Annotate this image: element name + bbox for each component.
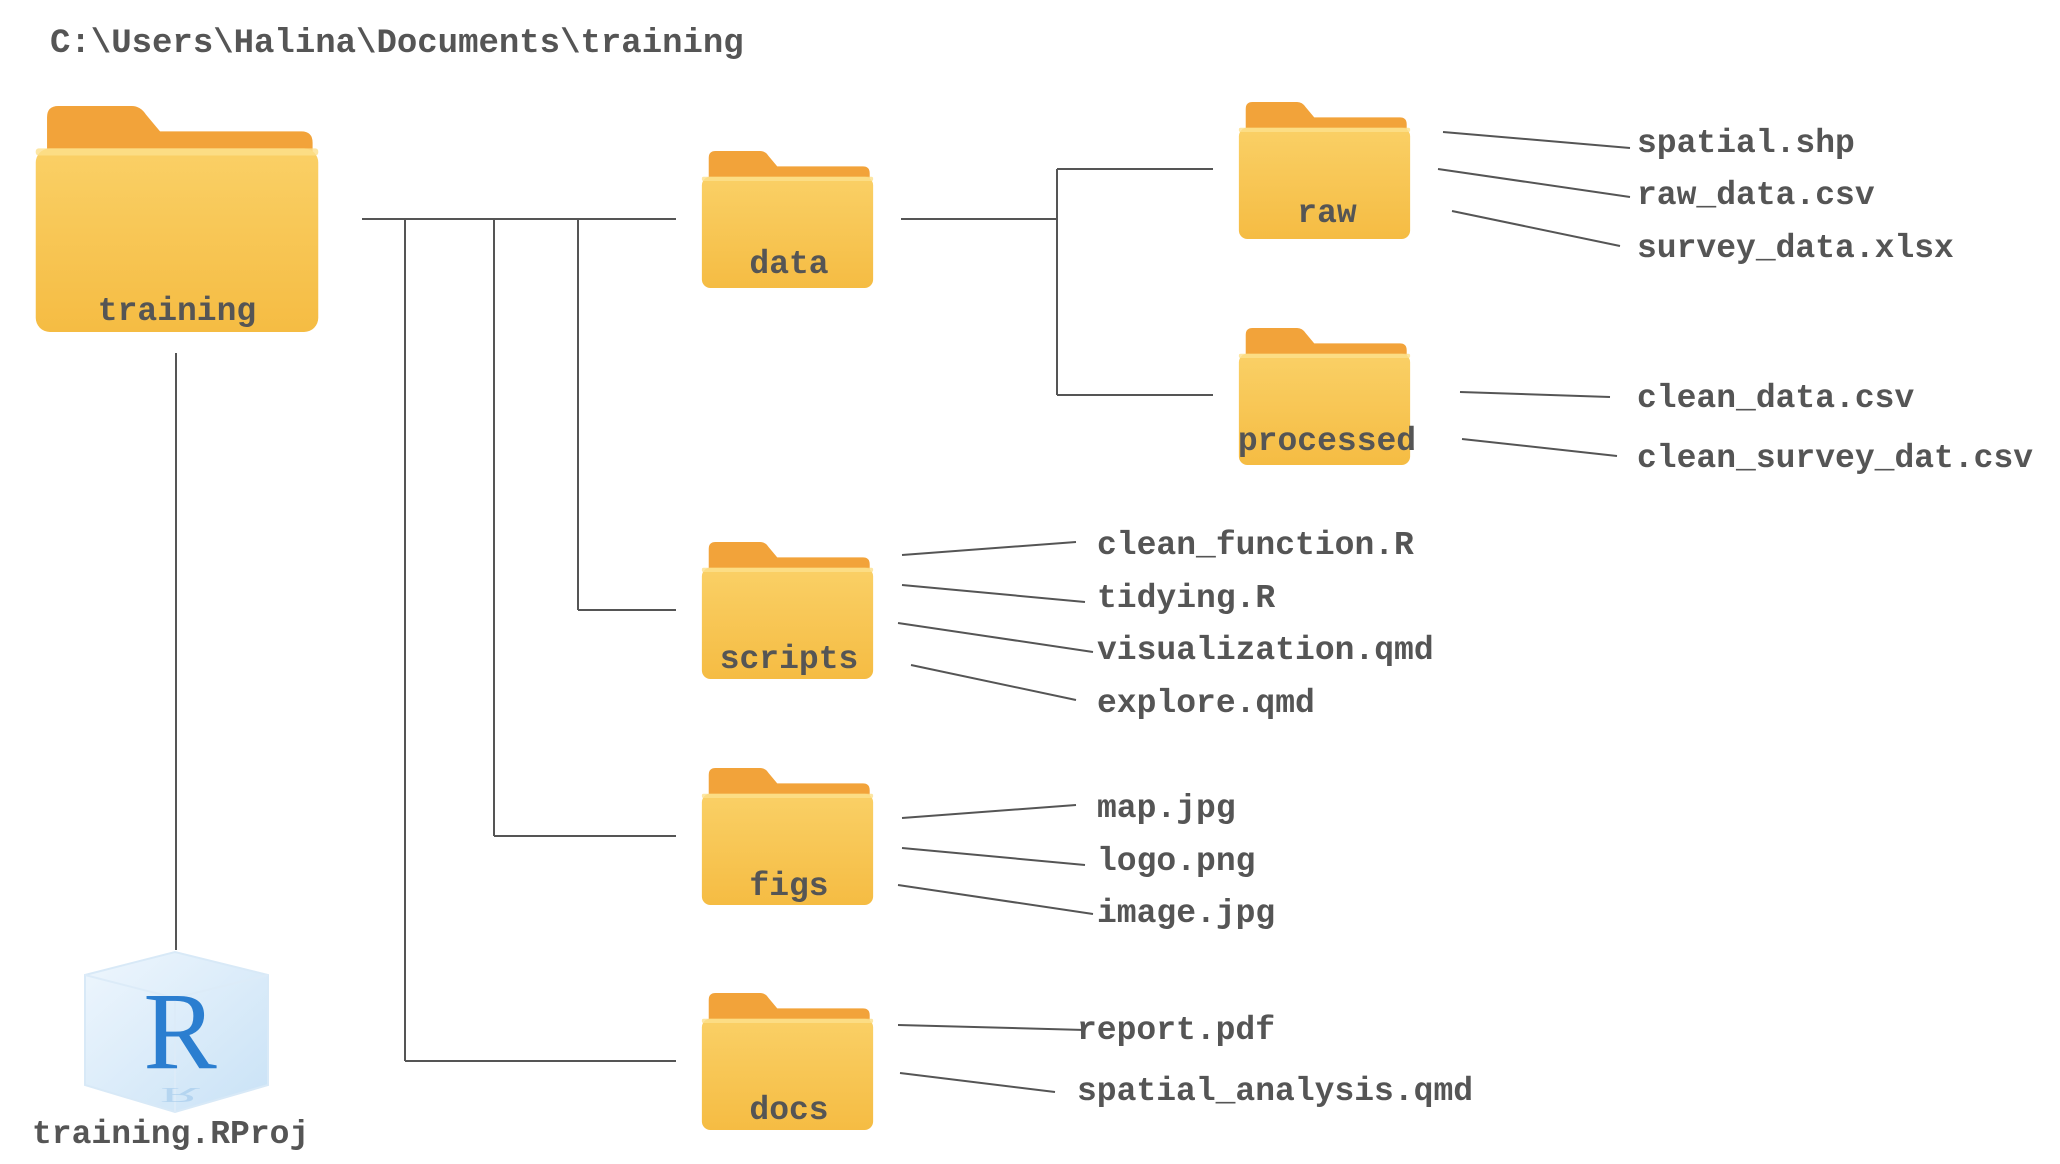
folder-label-data[interactable]: data [749,246,829,283]
r-project-cube-icon[interactable]: R R [84,950,269,1114]
r-logo-letter: R [143,970,217,1092]
file-item[interactable]: spatial.shp [1637,125,1855,162]
file-item[interactable]: report.pdf [1077,1012,1276,1049]
file-item[interactable]: survey_data.xlsx [1637,230,1954,267]
file-item[interactable]: clean_data.csv [1637,380,1915,417]
file-item[interactable]: tidying.R [1097,580,1276,617]
file-item[interactable]: raw_data.csv [1637,177,1875,214]
folder-label-docs[interactable]: docs [749,1092,829,1129]
folder-label-raw[interactable]: raw [1297,195,1357,232]
file-item[interactable]: spatial_analysis.qmd [1077,1073,1474,1110]
file-item[interactable]: visualization.qmd [1097,632,1434,669]
folder-label-figs[interactable]: figs [749,868,829,905]
svg-text:R: R [160,1083,200,1106]
tree-connectors [175,131,1631,1093]
project-file-label[interactable]: training.RProj [32,1116,310,1153]
directory-path: C:\Users\Halina\Documents\training [50,25,744,63]
folder-label-scripts[interactable]: scripts [719,641,859,678]
file-item[interactable]: logo.png [1097,843,1256,880]
file-item[interactable]: clean_survey_dat.csv [1637,440,2034,477]
file-item[interactable]: map.jpg [1097,790,1236,827]
folder-label-training[interactable]: training [97,293,257,330]
file-item[interactable]: explore.qmd [1097,685,1315,722]
file-item[interactable]: image.jpg [1097,895,1276,932]
folder-label-processed[interactable]: processed [1237,423,1417,460]
file-item[interactable]: clean_function.R [1097,527,1414,564]
